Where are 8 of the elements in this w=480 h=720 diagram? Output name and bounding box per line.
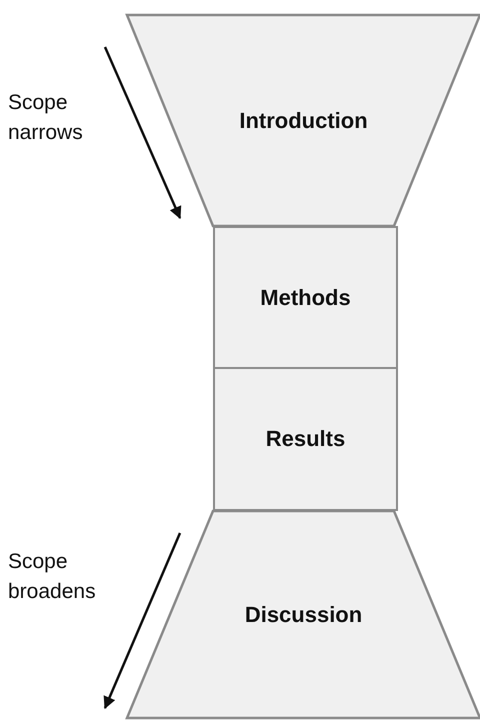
section-title: Results [266,426,346,452]
section-title: Introduction [239,108,368,134]
section-box [213,369,398,511]
annotation-text: Scope narrows [8,90,84,146]
section-title: Discussion [244,602,362,628]
section-box [213,226,398,369]
section-title: Methods [260,284,351,310]
annotation-text: Scope broadens [8,549,97,605]
